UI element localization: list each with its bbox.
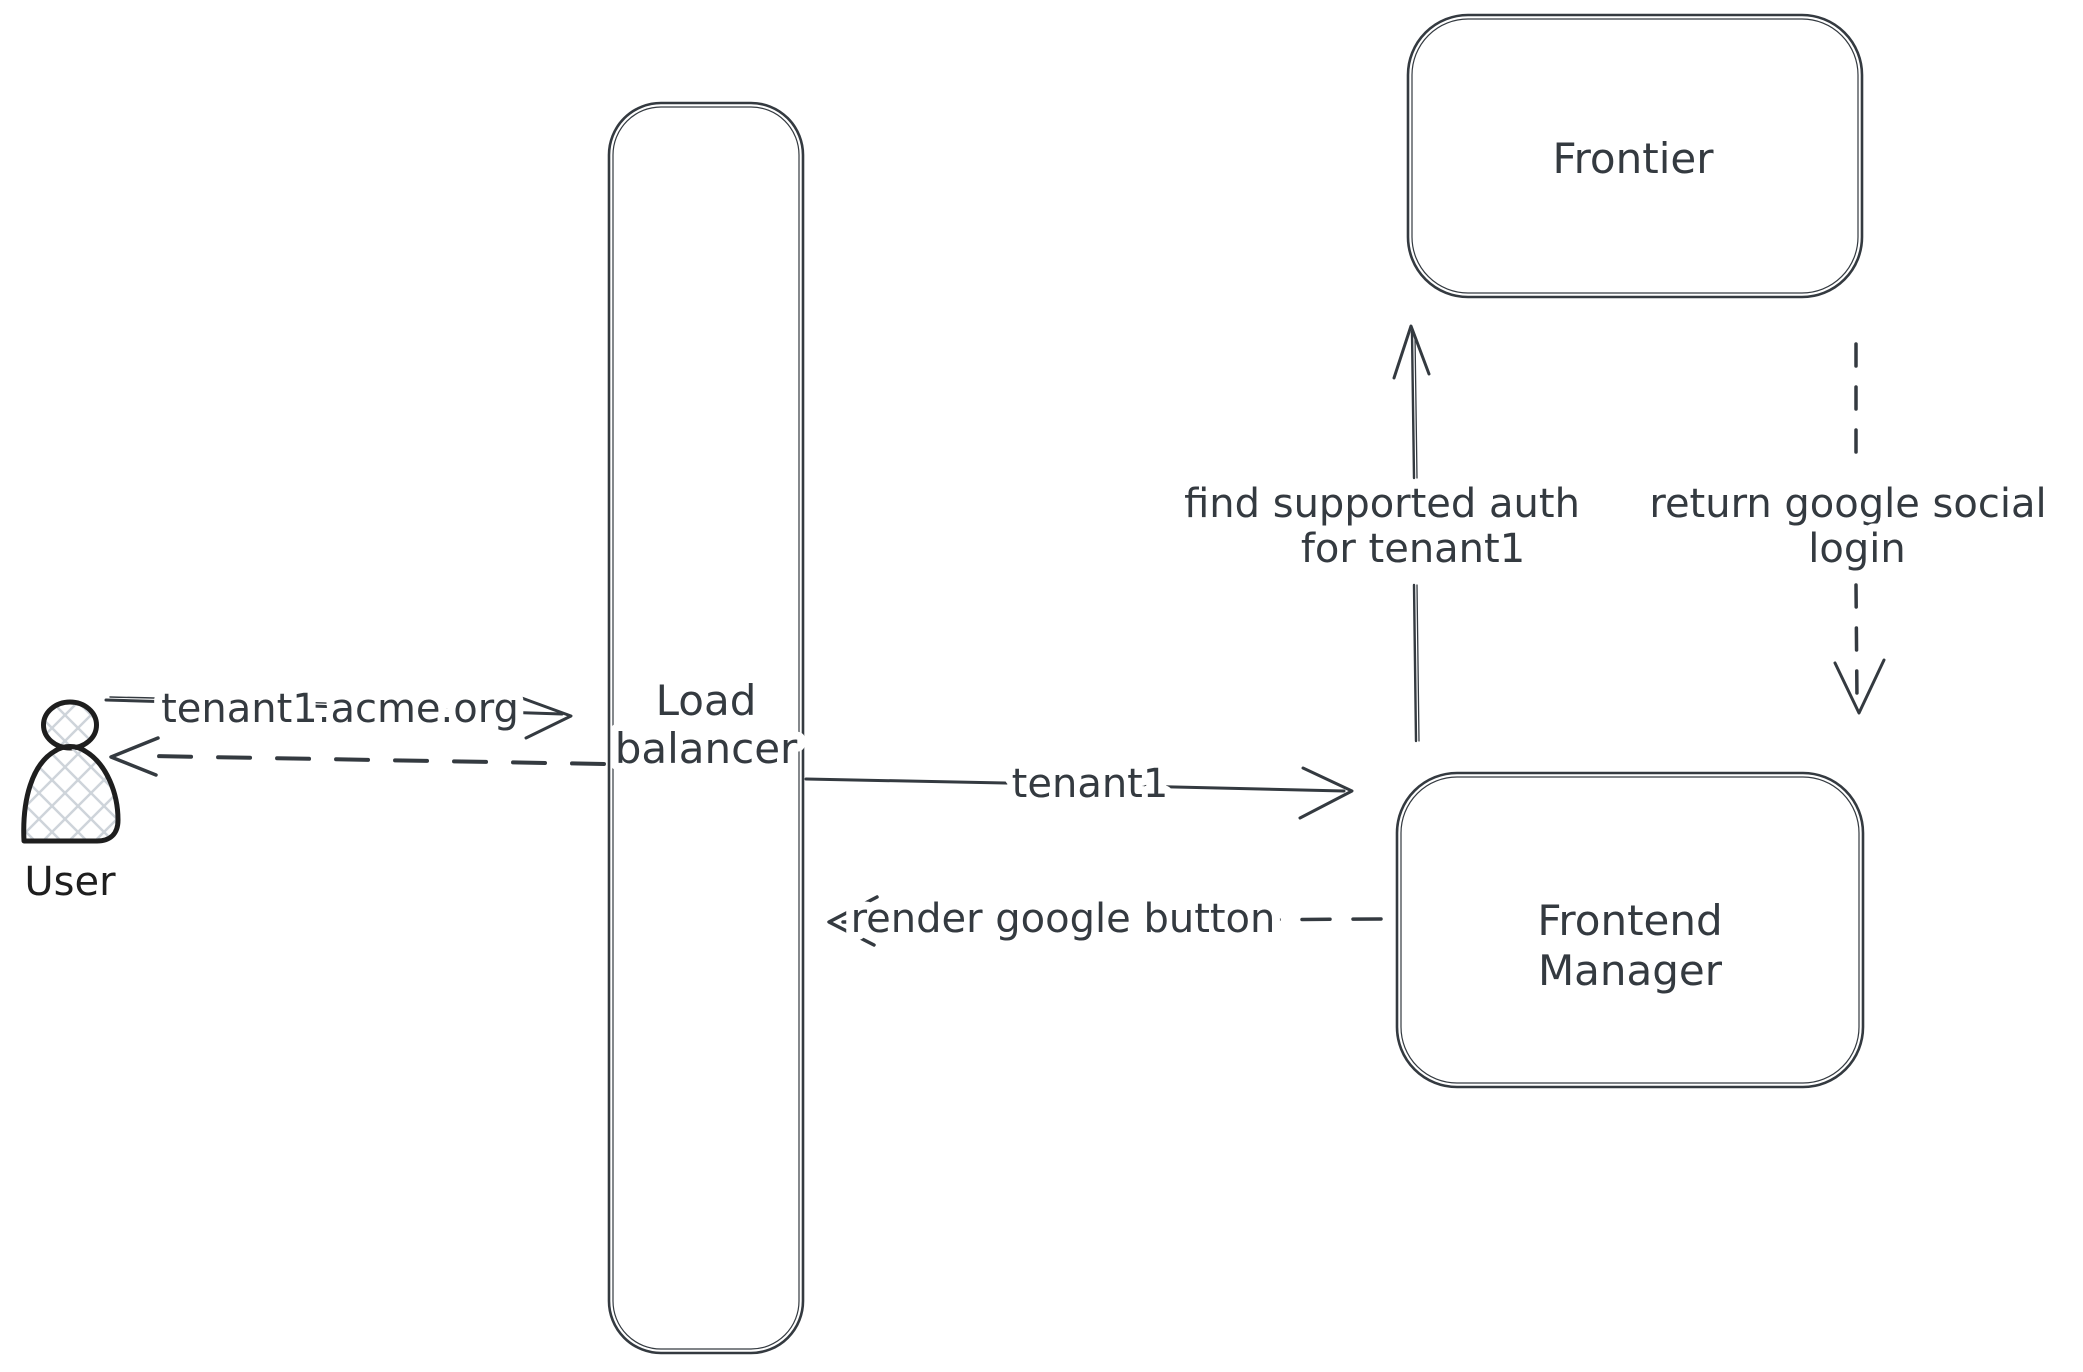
arrowhead-right-icon bbox=[1298, 766, 1354, 820]
arrow-return-google-social-login[interactable] bbox=[1833, 342, 1886, 715]
frontend-manager-label-line2[interactable]: Manager bbox=[1530, 938, 1731, 1003]
arrow-label-find-supported-auth-line1[interactable]: find supported auth bbox=[1176, 473, 1588, 535]
arrowhead-left-icon bbox=[109, 736, 160, 777]
arrow-tenant1[interactable] bbox=[804, 766, 1354, 820]
arrow-label-render-google-button[interactable]: render google button bbox=[843, 888, 1284, 950]
arrow-label-find-supported-auth-line2[interactable]: for tenant1 bbox=[1293, 518, 1533, 580]
user-head bbox=[41, 699, 99, 751]
frontier-rect-sketch bbox=[1411, 18, 1859, 294]
frontier-label[interactable]: Frontier bbox=[1544, 126, 1722, 191]
arrow-label-return-google-social-line2[interactable]: login bbox=[1800, 518, 1913, 580]
arrow-label-tenant1[interactable]: tenant1 bbox=[1004, 753, 1177, 815]
user-label[interactable]: User bbox=[24, 859, 116, 905]
arrow-line bbox=[104, 698, 564, 716]
arrow-dashed-line bbox=[841, 917, 1383, 924]
arrow-line-sketch bbox=[1414, 334, 1420, 742]
arrowhead-down-icon bbox=[1833, 658, 1886, 715]
load-balancer-rect-sketch bbox=[612, 106, 800, 1350]
arrow-line bbox=[1410, 330, 1418, 743]
frontier-box[interactable] bbox=[1406, 13, 1864, 299]
frontend-manager-rect-sketch bbox=[1400, 776, 1860, 1084]
frontier-rect bbox=[1406, 13, 1864, 299]
frontend-manager-rect bbox=[1395, 771, 1865, 1089]
arrow-line bbox=[804, 777, 1346, 793]
frontend-manager-box[interactable] bbox=[1395, 771, 1865, 1089]
arrow-render-google-button[interactable] bbox=[827, 895, 1383, 947]
arrowhead-left-icon bbox=[827, 895, 879, 947]
arrowhead-up-icon bbox=[1392, 324, 1431, 380]
arrow-label-return-google-social-line1[interactable]: return google social bbox=[1641, 473, 2054, 535]
arrow-line-sketch bbox=[109, 696, 351, 705]
user-body bbox=[21, 744, 121, 844]
arrow-find-supported-auth[interactable] bbox=[1392, 324, 1431, 743]
arrow-label-tenant1-acme-org[interactable]: tenant1.acme.org bbox=[153, 678, 527, 740]
load-balancer-rect bbox=[607, 101, 805, 1355]
arrowhead-right-icon bbox=[517, 695, 573, 740]
arrow-tenant1-acme-org[interactable] bbox=[104, 695, 573, 740]
load-balancer-label-line1[interactable]: Load bbox=[648, 668, 765, 733]
load-balancer-label-line2[interactable]: balancer bbox=[607, 716, 806, 781]
arrow-response-to-user[interactable] bbox=[109, 736, 606, 777]
load-balancer-box[interactable] bbox=[607, 101, 805, 1355]
frontend-manager-label-line1[interactable]: Frontend bbox=[1529, 888, 1730, 953]
arrow-dashed-line bbox=[148, 754, 606, 766]
arrow-dashed-line bbox=[1854, 342, 1859, 702]
user-figure[interactable] bbox=[21, 699, 121, 844]
